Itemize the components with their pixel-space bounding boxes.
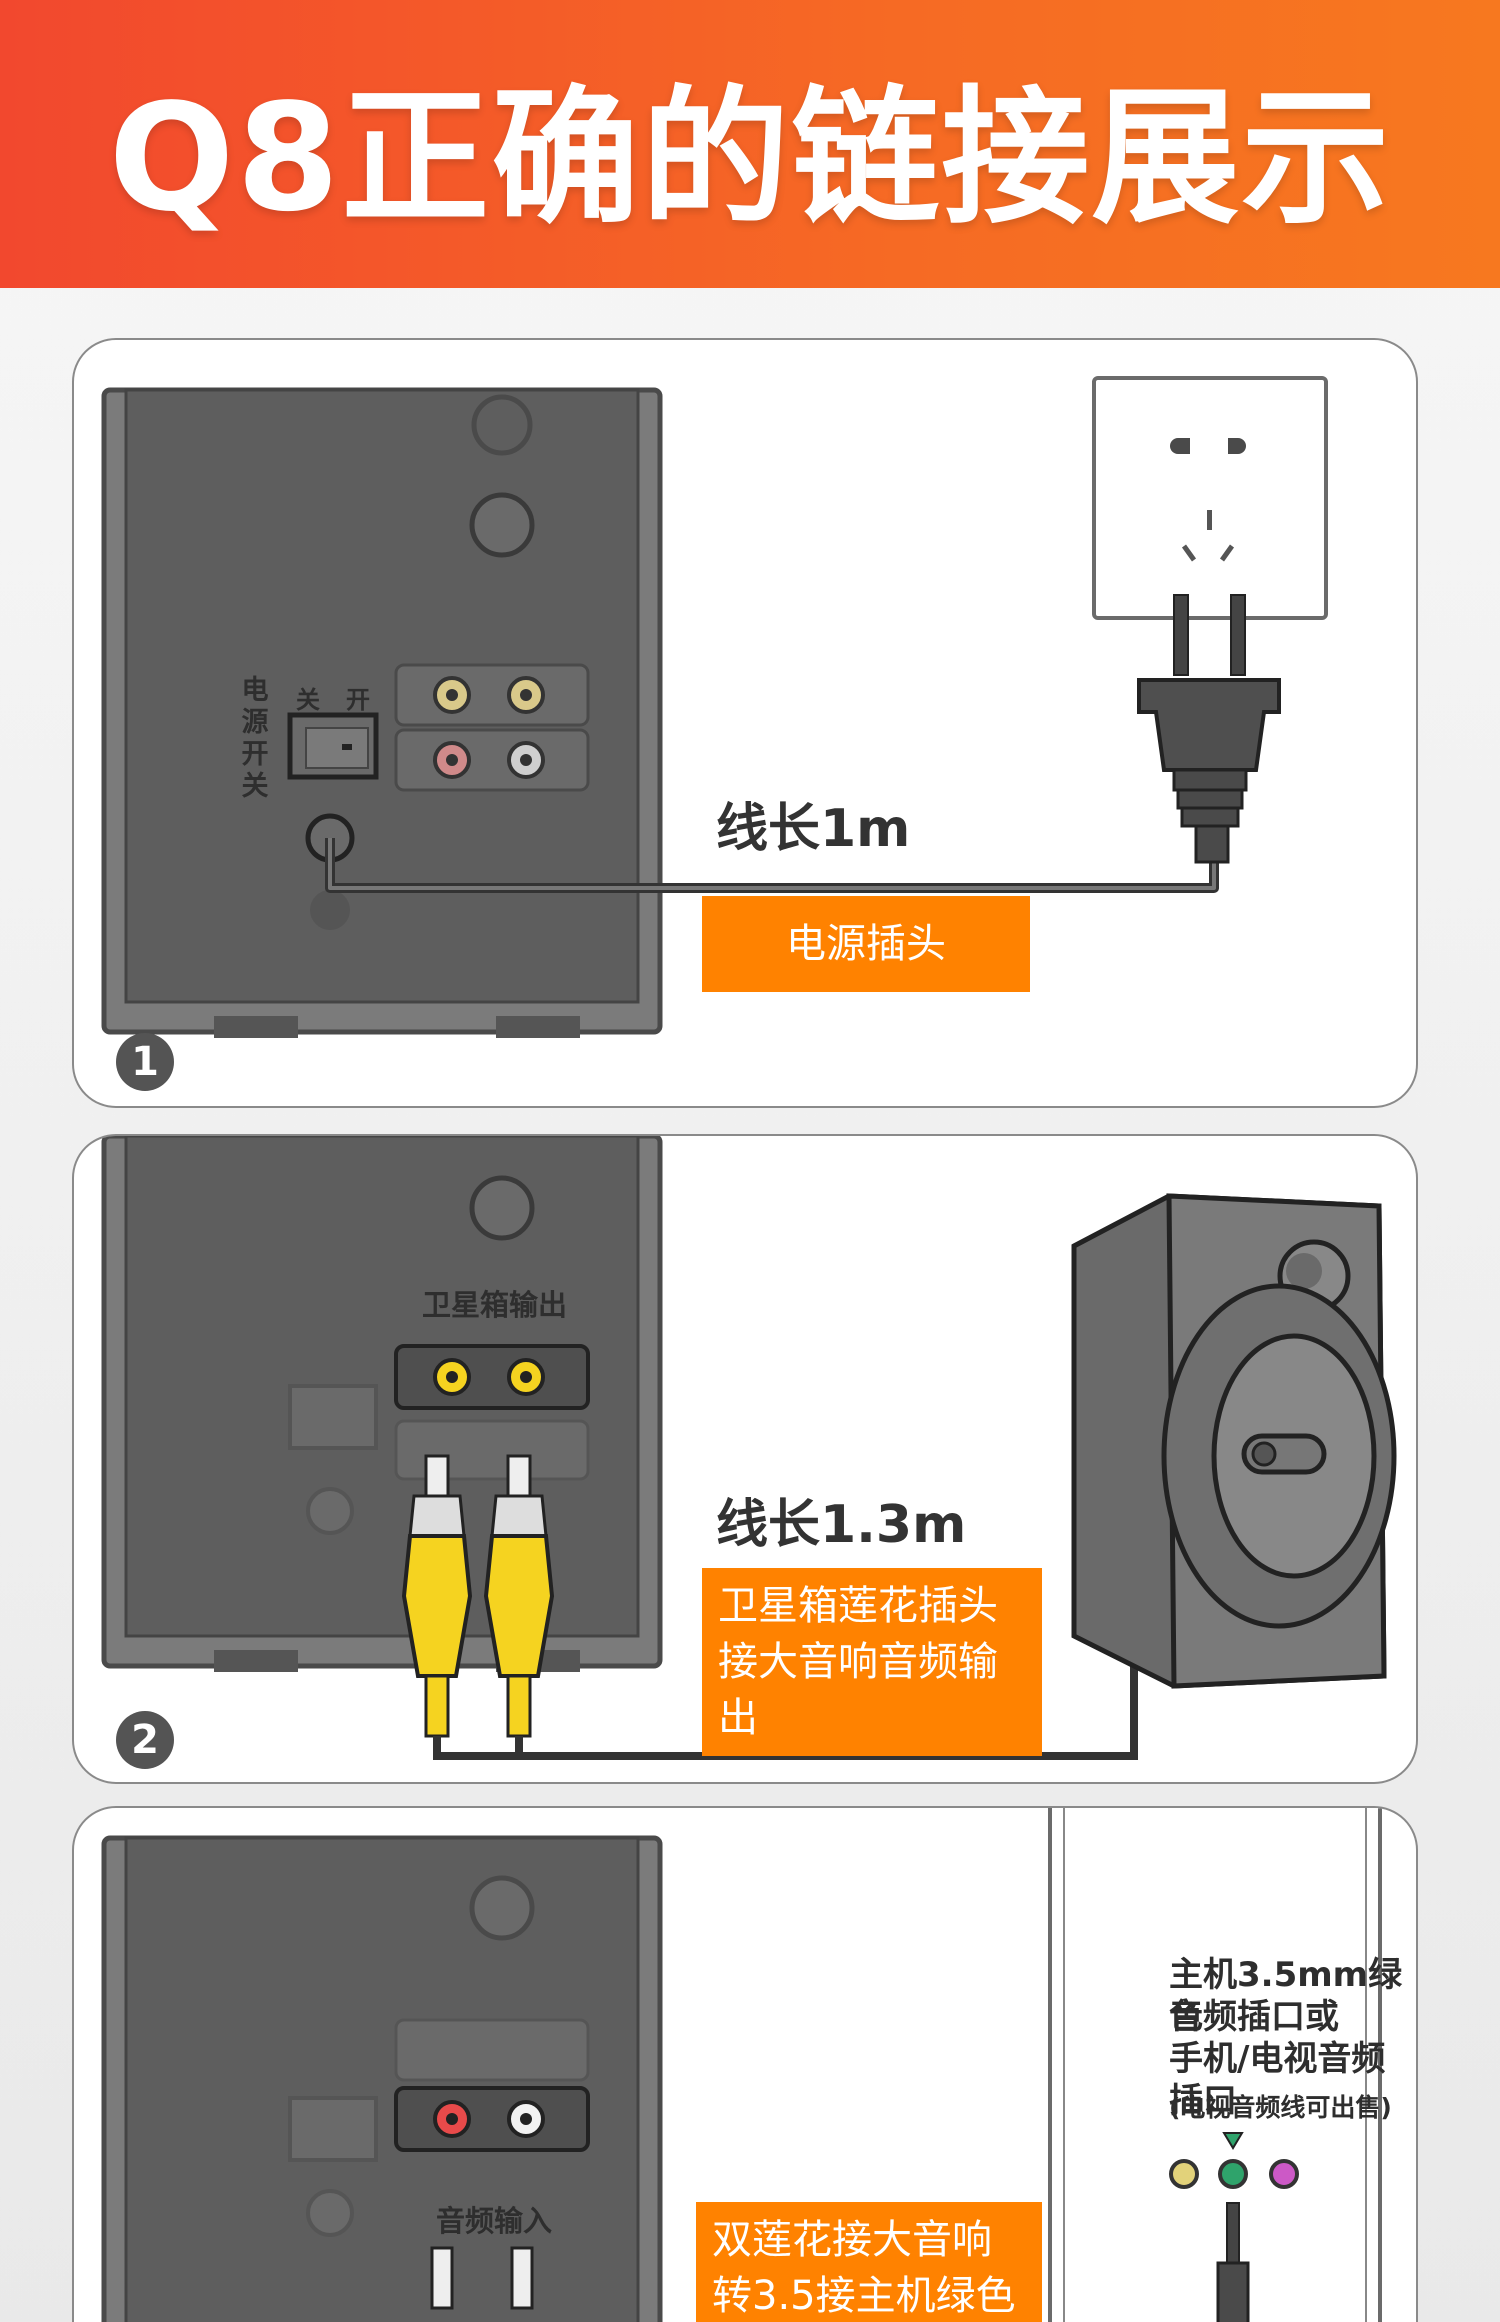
rca-tag-line-2: 接大音响音频输出 <box>718 1639 998 1741</box>
audio-input-label: 音频输入 <box>436 2204 553 2238</box>
cable-length-label-2: 线长1.3m <box>716 1495 967 1555</box>
pc-line-1: 主机3.5mm绿色 <box>1169 1955 1403 2037</box>
satellite-connection-illustration <box>101 1136 1397 1760</box>
step-3-panel: 音频输入 主机3.5mm绿色 音频插口或 手机/电视音频插口 (电视音频线可出售… <box>72 1806 1418 2322</box>
page-header: Q8正确的链接展示 <box>0 0 1500 288</box>
page-title: Q8正确的链接展示 <box>108 71 1392 244</box>
power-plug-tag: 电源插头 <box>702 896 1030 992</box>
switch-on-label: 开 <box>346 686 370 714</box>
dual-rca-tag-line-1: 双莲花接大音响 <box>712 2217 992 2263</box>
pc-line-3: 手机/电视音频插口 <box>1169 2039 1386 2121</box>
power-connection-illustration <box>101 376 1328 1038</box>
satellite-output-label: 卫星箱输出 <box>422 1288 568 1322</box>
pc-note: (电视音频线可出售) <box>1169 2093 1392 2122</box>
dual-rca-tag-line-2: 转3.5接主机绿色 <box>712 2273 1016 2319</box>
cable-length-label: 线长1m <box>716 799 911 859</box>
power-switch-label: 电源开关 <box>241 675 269 802</box>
step-2-badge: 2 <box>116 1711 174 1769</box>
rca-plug-tag: 卫星箱莲花插头 接大音响音频输出 <box>702 1568 1042 1756</box>
step-1-badge: 1 <box>116 1033 174 1091</box>
rca-tag-line-1: 卫星箱莲花插头 <box>718 1583 998 1629</box>
dual-rca-tag: 双莲花接大音响 转3.5接主机绿色 <box>696 2202 1042 2322</box>
audio-input-illustration <box>101 1808 1382 2322</box>
step-1-panel: 电源开关 关 开 线长1m 电源插头 1 <box>72 338 1418 1108</box>
step-2-panel: 卫星箱输出 线长1.3m 卫星箱莲花插头 接大音响音频输出 2 <box>72 1134 1418 1784</box>
switch-off-label: 关 <box>296 686 320 714</box>
pc-line-2: 音频插口或 <box>1169 1997 1339 2037</box>
